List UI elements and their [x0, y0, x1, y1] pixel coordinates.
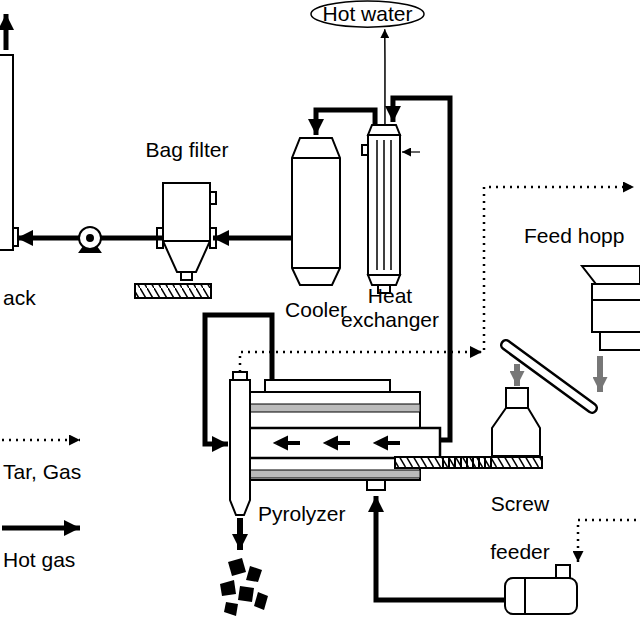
pyrolyzer-symbol-part: [230, 380, 250, 515]
conveyor: [506, 345, 592, 408]
bag-filter-unit: Bag filter: [163, 183, 210, 275]
pyrolyzer-symbol-part: [250, 404, 420, 412]
heat-exchanger-symbol-part: [402, 151, 420, 152]
heat-exchanger-unit: Heat exchanger: [368, 125, 400, 285]
feed-arrow-part: [597, 356, 603, 392]
equipment-label: Feed hopp: [524, 224, 624, 248]
bag-filter-symbol-part: [135, 284, 211, 298]
cooler-unit: Cooler: [292, 138, 340, 285]
screw-feeder-unit: Screw feeder: [492, 388, 542, 468]
heat-exchanger-symbol-part: [368, 135, 400, 275]
ellipse-outline-shape: [311, 1, 424, 27]
burner-part: [505, 578, 577, 614]
char-pieces-part: [220, 580, 236, 596]
feed-hopper-symbol-part: [592, 284, 640, 332]
heat-exchanger-symbol-part: [368, 275, 400, 285]
feed-arrow-part: [514, 364, 520, 386]
pyrolyzer-symbol-part: [233, 372, 247, 380]
bag-filter-symbol-part: [163, 241, 210, 272]
flow-connector: [393, 98, 450, 440]
heat-exchanger-symbol-part: [362, 145, 368, 155]
stack-part: [0, 55, 13, 250]
equipment-label: Hot water: [323, 2, 413, 26]
hot-gas-line: [205, 315, 505, 600]
cooler-symbol-part: [292, 158, 340, 268]
equipment-label: Pyrolyzer: [258, 502, 346, 526]
char-pieces: [220, 558, 268, 616]
stack: [0, 14, 18, 250]
heat-exchanger-symbol-part: [368, 125, 400, 135]
legend-entry: Tar, Gas: [3, 460, 81, 484]
label-holder: Feed hopp: [524, 224, 624, 248]
equipment-label: Bag filter: [146, 138, 229, 162]
heat-exchanger-symbol: [362, 125, 420, 293]
stack-part: [4, 14, 9, 50]
pyrolyzer-symbol-part: [265, 380, 390, 392]
legend-entry: Hot gas: [3, 548, 75, 572]
pyrolyzer-symbol-part: [250, 470, 420, 478]
feed-hopper-unit: Feed hopp: [582, 266, 640, 352]
char-pieces-part: [246, 566, 262, 582]
label-holder: ack: [3, 286, 36, 310]
pyrolyzer-symbol-part: [232, 428, 440, 458]
flow-connector: [17, 235, 163, 240]
hot-gas-line-part: [237, 518, 243, 550]
label-holder: Heat exchanger: [334, 284, 446, 332]
heat-exchanger-symbol-part: [377, 140, 391, 270]
label-holder: Cooler: [285, 298, 347, 322]
bag-filter-symbol-part: [181, 272, 192, 280]
bag-filter-symbol-part: [163, 183, 210, 241]
flow-connector: [384, 29, 386, 125]
legend-sample-line: [2, 526, 80, 531]
fan-part: [87, 235, 93, 241]
conveyor-part: [506, 345, 592, 408]
bag-filter-symbol-part: [210, 192, 216, 204]
screw-feeder-symbol-part: [506, 388, 528, 408]
equipment-label: ack: [3, 286, 36, 310]
pyrolyzer-symbol-part: [367, 480, 385, 490]
stack-unit: ack: [0, 55, 14, 250]
feed-hopper-symbol-part: [582, 266, 640, 284]
feed-hopper-symbol-part: [592, 300, 640, 350]
legend-text: Tar, Gas: [3, 460, 81, 484]
hot-gas-line-part: [376, 496, 505, 600]
cooler-symbol-part: [292, 138, 340, 285]
legend-sample-line: [2, 439, 80, 442]
equipment-label: Heat exchanger: [334, 284, 446, 332]
screw-feeder-symbol: [492, 388, 540, 456]
burner-part: [556, 565, 570, 578]
legend-text: Hot gas: [3, 548, 75, 572]
conveyor-part: [506, 345, 592, 408]
label-holder: Pyrolyzer: [258, 502, 346, 526]
tar-gas-arrowhead: [470, 346, 482, 358]
equipment-label: Screw feeder: [473, 480, 568, 576]
fan: [79, 227, 101, 252]
feed-hopper-symbol: [582, 266, 640, 350]
hot-gas-line-part: [205, 315, 272, 444]
equipment-label: Cooler: [285, 298, 347, 322]
fan-part: [79, 227, 101, 249]
screw-conveyor-line: [440, 456, 492, 467]
label-holder: Bag filter: [146, 138, 229, 162]
char-pieces-part: [254, 592, 268, 610]
flow-connector: [213, 235, 292, 240]
tar-gas-line: [240, 187, 636, 562]
char-pieces-part: [238, 586, 254, 602]
tar-gas-line-part: [240, 187, 634, 372]
label-holder: Screw feeder: [473, 480, 568, 576]
pyrolyzer-unit: Pyrolyzer: [228, 380, 440, 490]
flow-connector: [316, 110, 375, 135]
burner-part: [524, 578, 526, 614]
char-pieces-part: [224, 602, 238, 616]
pyrolyzer-symbol-part: [287, 441, 400, 445]
pyrolyzer-symbol-part: [395, 457, 542, 468]
screw-feeder-symbol-part: [492, 408, 540, 456]
tar-gas-line-part: [578, 520, 636, 562]
cooler-symbol: [292, 138, 340, 285]
product-ellipse: Hot water: [310, 0, 425, 28]
burner: [505, 565, 577, 614]
feed-arrow: [517, 356, 600, 392]
label-holder: Hot water: [310, 0, 425, 28]
char-pieces-part: [228, 558, 246, 576]
